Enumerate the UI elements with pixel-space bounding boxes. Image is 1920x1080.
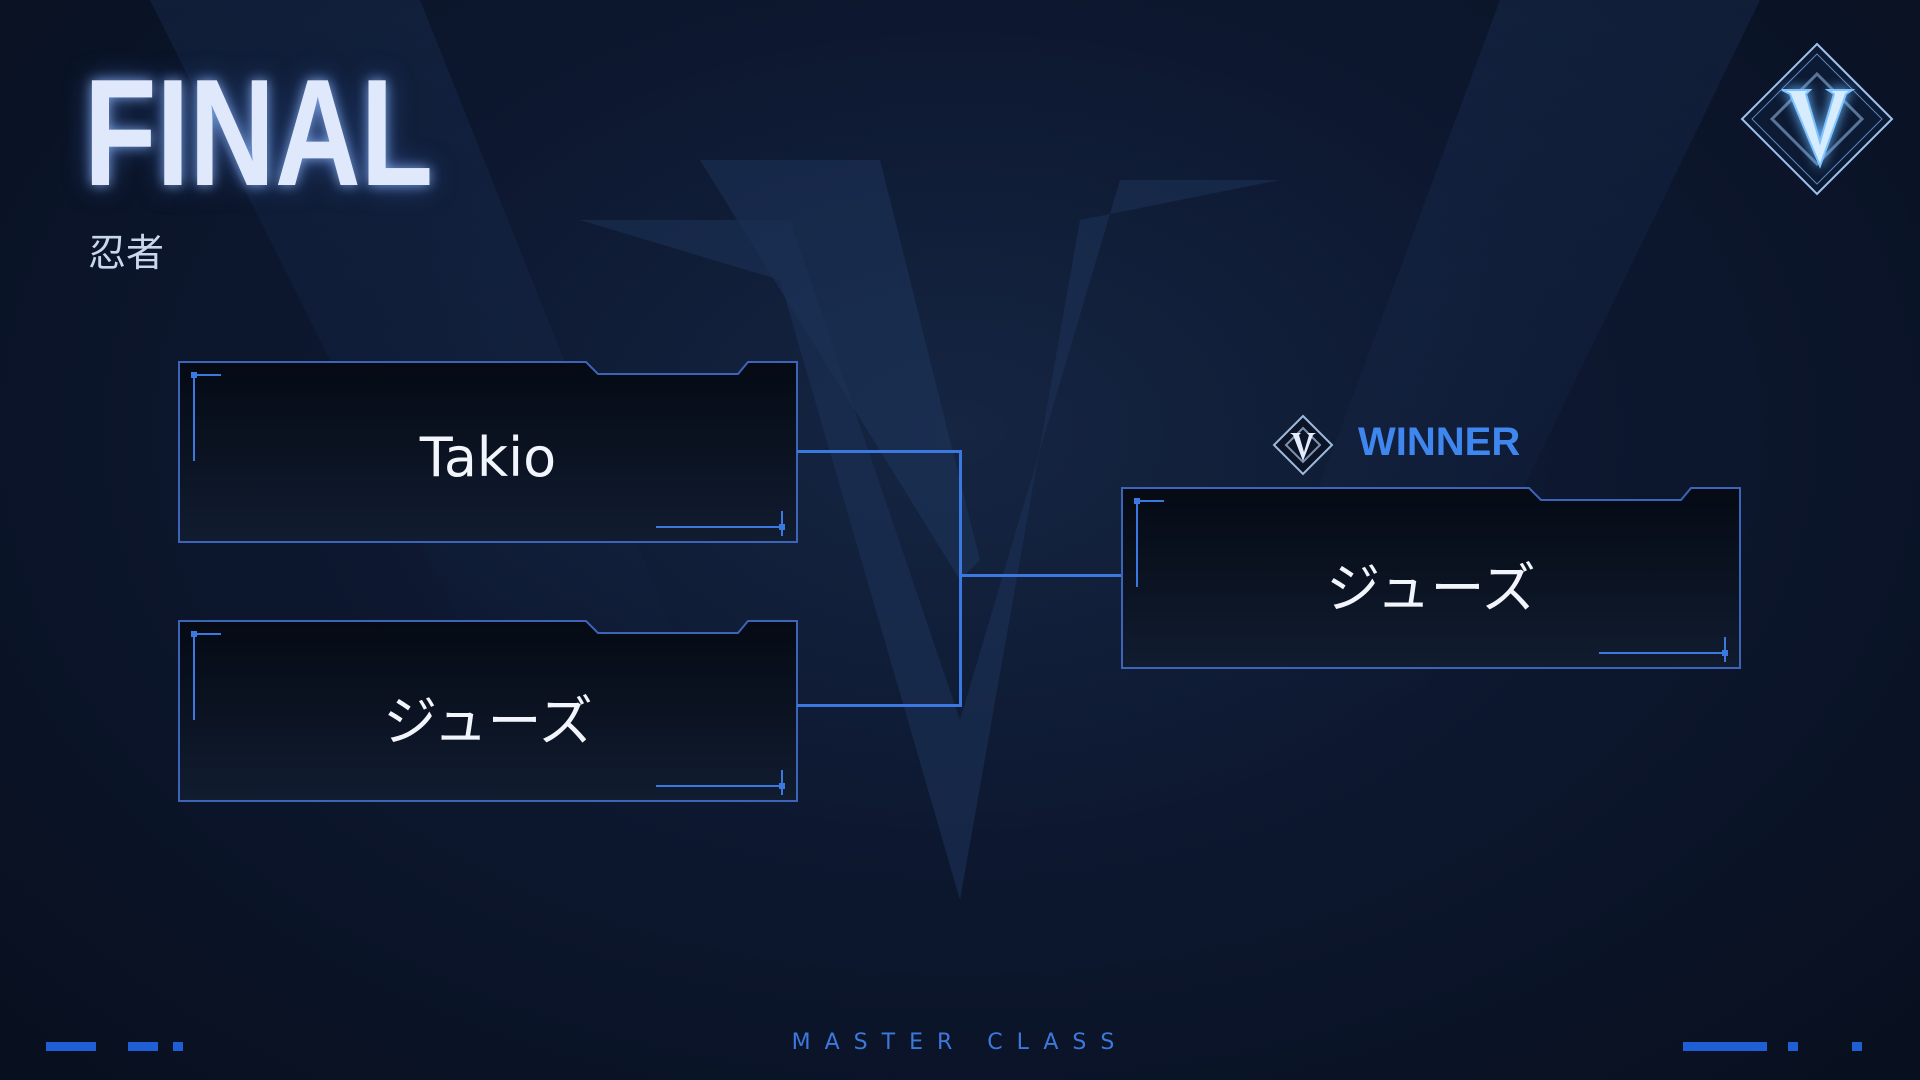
decor-dash [1683, 1042, 1767, 1051]
category-subtitle: 忍者 [88, 231, 165, 275]
v-diamond-logo-icon [1740, 42, 1894, 196]
connector [959, 574, 1122, 577]
decor-dash [1788, 1042, 1798, 1051]
footer-brand: MASTER CLASS [791, 1030, 1129, 1055]
decor-dash [46, 1042, 96, 1051]
page-title: FINAL [84, 48, 434, 218]
player-name: ジューズ [1326, 556, 1536, 620]
connector [959, 450, 962, 707]
winner-label: WINNER [1358, 420, 1521, 464]
v-watermark [580, 160, 1280, 900]
card-frame [178, 361, 798, 543]
decor-dash [1852, 1042, 1862, 1051]
winner-slot[interactable]: ジューズ [1121, 487, 1741, 669]
bracket-slot-2[interactable]: ジューズ [178, 620, 798, 802]
card-frame [178, 620, 798, 802]
player-name: Takio [419, 425, 557, 489]
bracket-slot-1[interactable]: Takio [178, 361, 798, 543]
card-frame [1121, 487, 1741, 669]
decor-dash [128, 1042, 158, 1051]
decor-dash [173, 1042, 183, 1051]
connector [797, 450, 962, 453]
player-name: ジューズ [383, 689, 593, 753]
v-diamond-badge-icon [1272, 414, 1334, 476]
connector [797, 704, 962, 707]
